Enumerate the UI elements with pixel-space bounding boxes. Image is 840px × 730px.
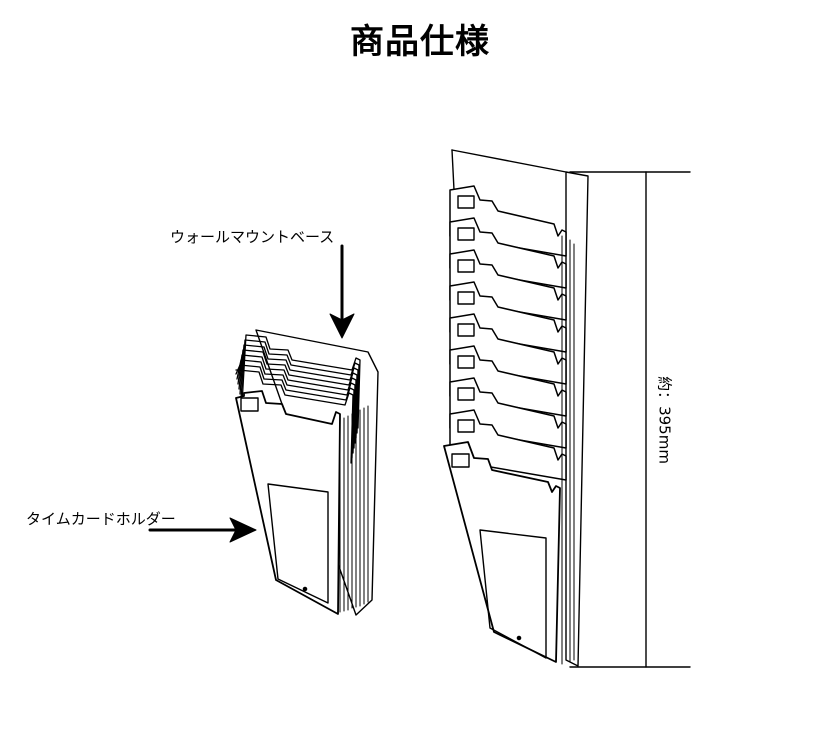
tab-label-windows: [457, 195, 475, 433]
expanded-holder: [443, 149, 589, 667]
expanded-card-window: [479, 529, 547, 659]
pocket-stack: [449, 185, 567, 481]
wall-mount-base-label: ウォールマウントベース: [170, 228, 335, 246]
expanded-side-lines: [561, 235, 575, 665]
page-title: 商品仕様: [350, 22, 490, 62]
time-card-holder-label: タイムカードホルダー: [26, 510, 176, 528]
height-dimension-label: 約：395mm: [655, 376, 674, 464]
stacked-pocket-edges: [235, 334, 361, 464]
stacked-holder: [235, 329, 379, 616]
stacked-side-lines: [339, 405, 369, 613]
stacked-label-window: [240, 397, 259, 412]
wall-mount-base-arrow: [329, 244, 355, 339]
height-dimension-line: [569, 171, 691, 668]
stacked-front-pocket: [235, 390, 341, 615]
time-card-holder-arrow: [148, 517, 257, 543]
stacked-card-window: [267, 483, 329, 604]
expanded-wall-base: [451, 149, 589, 667]
